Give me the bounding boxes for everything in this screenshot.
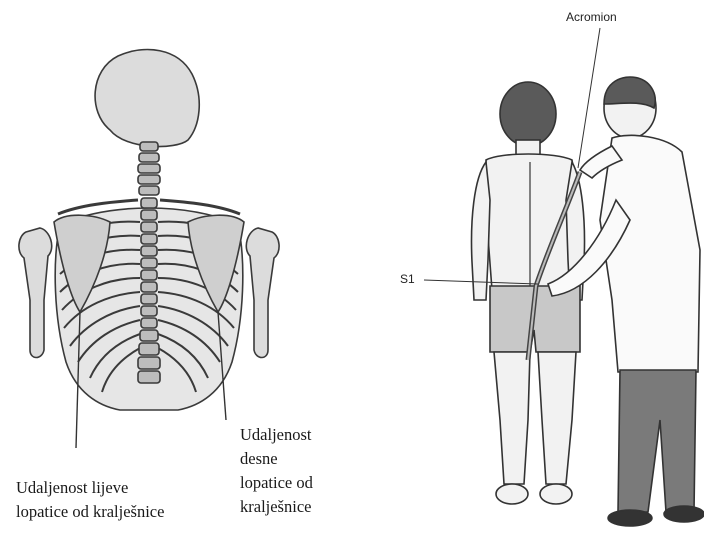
- examiner-hair: [604, 77, 655, 108]
- left-humerus: [19, 228, 52, 358]
- right-humerus: [246, 228, 279, 358]
- patient-head: [500, 82, 556, 146]
- acromion-label: Acromion: [566, 10, 617, 24]
- thoracic-spine: [138, 198, 160, 383]
- skull: [95, 50, 199, 147]
- examiner-trousers: [618, 370, 696, 512]
- patient-torso: [486, 154, 580, 290]
- patient-figure: [472, 82, 585, 504]
- right-scapula-distance-caption: Udaljenost desne lopatice od kralješnice: [240, 423, 370, 519]
- patient-left-leg: [494, 352, 530, 484]
- cervical-spine: [138, 142, 160, 195]
- patient-left-arm: [472, 162, 490, 300]
- acromion-leader-line: [578, 28, 600, 168]
- examiner-coat: [600, 135, 700, 372]
- left-scapula-distance-caption: Udaljenost lijeve lopatice od kralješnic…: [16, 476, 231, 524]
- s1-label: S1: [400, 272, 415, 286]
- patient-right-leg: [538, 352, 576, 484]
- skeleton-figure: [19, 50, 279, 448]
